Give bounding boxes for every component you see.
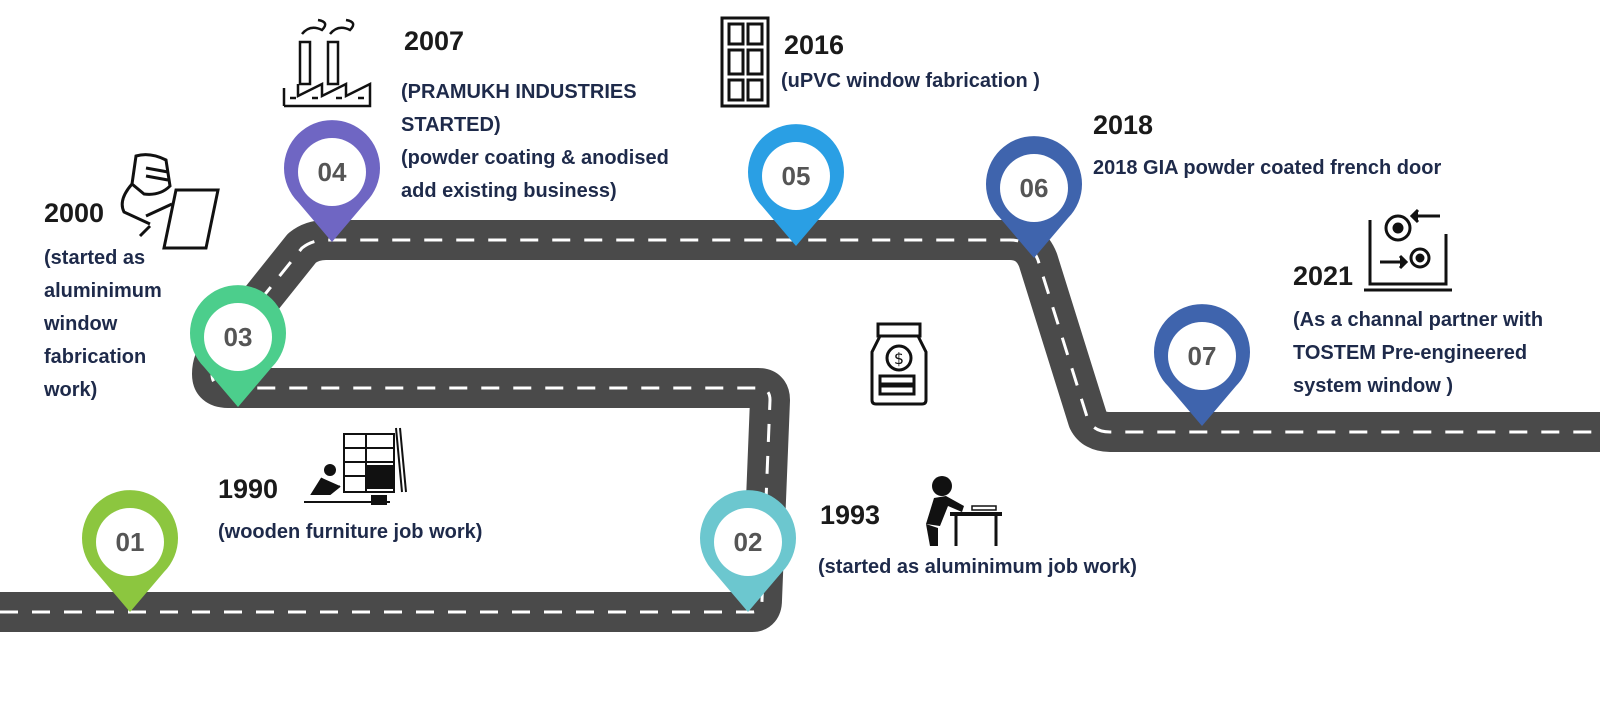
description-line: 2018 GIA powder coated french door — [1093, 157, 1442, 179]
description-line: (As a channal partner with — [1293, 309, 1544, 331]
milestone-03-description: (started as aluminimum window fabricatio… — [44, 242, 162, 407]
description-line: STARTED) — [401, 114, 501, 136]
milestone-01-year: 1990 — [218, 474, 279, 504]
pin-04: 04 — [284, 120, 380, 242]
svg-text:$: $ — [894, 349, 904, 368]
pin-05: 05 — [748, 124, 844, 246]
pin-number: 04 — [318, 157, 347, 187]
description-line: (wooden furniture job work) — [218, 521, 483, 543]
description-line: fabrication — [44, 346, 147, 368]
pin-number: 05 — [782, 161, 811, 191]
worker-at-table-icon — [926, 476, 1002, 546]
pin-number: 07 — [1188, 341, 1217, 371]
milestone-05-year: 2016 — [784, 30, 845, 60]
pin-number: 02 — [734, 527, 763, 557]
milestone-03-year: 2000 — [44, 198, 105, 228]
description-line: (PRAMUKH INDUSTRIES — [401, 81, 637, 103]
description-line: (powder coating & anodised — [401, 147, 669, 169]
carpenter-icon — [304, 427, 407, 505]
pin-07: 07 — [1154, 304, 1250, 426]
pin-01: 01 — [82, 490, 178, 612]
milestone-06-description: 2018 GIA powder coated french door — [1093, 152, 1441, 185]
welder-icon — [120, 153, 220, 250]
laptop-gears-icon — [1364, 208, 1452, 292]
milestone-01-description: (wooden furniture job work) — [218, 516, 482, 549]
milestone-04-description: (PRAMUKH INDUSTRIES STARTED) (powder coa… — [401, 76, 669, 208]
factory-icon — [282, 18, 372, 108]
pin-number: 03 — [224, 322, 253, 352]
milestone-05-description: (uPVC window fabrication ) — [781, 65, 1040, 98]
description-line: system window ) — [1293, 375, 1454, 397]
pin-03: 03 — [190, 285, 286, 407]
window-icon — [720, 16, 770, 108]
description-line: (uPVC window fabrication ) — [781, 70, 1040, 92]
description-line: work) — [44, 379, 98, 401]
pin-number: 06 — [1020, 173, 1049, 203]
milestone-06-year: 2018 — [1093, 110, 1154, 140]
description-line: aluminimum — [44, 280, 162, 302]
description-line: TOSTEM Pre-engineered — [1293, 342, 1528, 364]
description-line: (started as — [44, 247, 146, 269]
pin-06: 06 — [986, 136, 1082, 258]
description-line: add existing business) — [401, 180, 617, 202]
milestone-04-year: 2007 — [404, 26, 465, 56]
milestone-02-description: (started as aluminimum job work) — [818, 551, 1137, 584]
milestone-02-year: 1993 — [820, 500, 881, 530]
pin-02: 02 — [700, 490, 796, 612]
money-jar-icon: $ — [870, 322, 928, 406]
milestone-07-description: (As a channal partner with TOSTEM Pre-en… — [1293, 304, 1543, 403]
pin-number: 01 — [116, 527, 145, 557]
description-line: window — [44, 313, 118, 335]
milestone-07-year: 2021 — [1293, 261, 1354, 291]
description-line: (started as aluminimum job work) — [818, 556, 1137, 578]
